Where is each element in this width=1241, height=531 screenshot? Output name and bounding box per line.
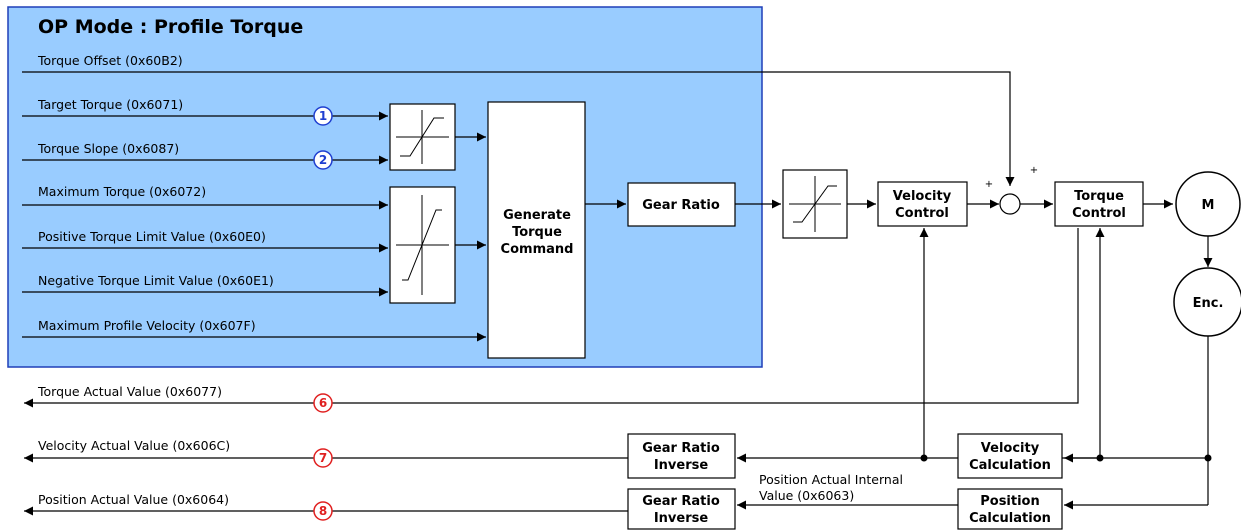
svg-text:Gear Ratio: Gear Ratio [642, 198, 720, 213]
svg-text:6: 6 [319, 396, 327, 410]
svg-text:M: M [1202, 198, 1215, 213]
svg-text:+: + [985, 179, 993, 190]
input-negative-torque-limit: Negative Torque Limit Value (0x60E1) [22, 273, 388, 297]
svg-text:Position Actual Value (0x6064): Position Actual Value (0x6064) [38, 492, 229, 507]
marker-2: 2 [313, 150, 333, 170]
gear-ratio-block: Gear Ratio [627, 182, 736, 227]
marker-1: 1 [313, 106, 333, 126]
marker-8: 8 [313, 501, 333, 521]
input-torque-offset: Torque Offset (0x60B2) [22, 53, 1015, 186]
svg-text:Gear Ratio: Gear Ratio [642, 494, 720, 509]
svg-text:1: 1 [319, 109, 327, 123]
velocity-control-block: Velocity Control [877, 181, 968, 227]
generate-torque-command-block: Generate Torque Command [487, 101, 586, 359]
svg-text:Negative Torque Limit Value (0: Negative Torque Limit Value (0x60E1) [38, 273, 274, 288]
svg-text:Maximum Profile Velocity (0x60: Maximum Profile Velocity (0x607F) [38, 318, 256, 333]
svg-text:Torque: Torque [1074, 189, 1124, 204]
motor-circle: M [1175, 171, 1241, 237]
svg-text:Calculation: Calculation [969, 511, 1051, 526]
svg-text:Target Torque (0x6071): Target Torque (0x6071) [37, 97, 183, 112]
gear-ratio-inverse-position-block: Gear Ratio Inverse [627, 488, 736, 530]
svg-text:Velocity Actual Value (0x606C): Velocity Actual Value (0x606C) [38, 438, 230, 453]
output-torque-actual: Torque Actual Value (0x6077) [24, 228, 1079, 408]
svg-text:Inverse: Inverse [654, 511, 709, 526]
velocity-limiter-block [782, 169, 848, 239]
position-calculation-block: Position Calculation [957, 488, 1063, 530]
svg-text:Torque Actual Value (0x6077): Torque Actual Value (0x6077) [37, 384, 222, 399]
position-actual-internal-label-2: Value (0x6063) [759, 488, 854, 503]
svg-text:2: 2 [319, 153, 327, 167]
input-maximum-torque: Maximum Torque (0x6072) [22, 184, 388, 210]
svg-text:Torque: Torque [512, 225, 562, 240]
svg-text:Positive Torque Limit Value (0: Positive Torque Limit Value (0x60E0) [38, 229, 266, 244]
svg-text:Torque Slope (0x6087): Torque Slope (0x6087) [37, 141, 179, 156]
svg-text:+: + [1030, 165, 1038, 176]
svg-text:Generate: Generate [503, 208, 571, 223]
position-actual-internal-label: Position Actual Internal [759, 472, 903, 487]
svg-text:Torque Offset (0x60B2): Torque Offset (0x60B2) [37, 53, 183, 68]
svg-text:Command: Command [501, 242, 574, 257]
svg-text:Control: Control [895, 206, 949, 221]
torque-control-block: Torque Control [1054, 181, 1144, 227]
svg-text:Position: Position [980, 494, 1040, 509]
svg-text:Control: Control [1072, 206, 1126, 221]
svg-text:Gear Ratio: Gear Ratio [642, 441, 720, 456]
svg-text:Inverse: Inverse [654, 458, 709, 473]
svg-text:Enc.: Enc. [1193, 296, 1224, 311]
input-positive-torque-limit: Positive Torque Limit Value (0x60E0) [22, 229, 388, 253]
svg-text:8: 8 [319, 504, 327, 518]
torque-limiter-block [389, 186, 456, 304]
svg-text:7: 7 [319, 451, 327, 465]
velocity-calculation-block: Velocity Calculation [957, 433, 1063, 479]
input-maximum-profile-velocity: Maximum Profile Velocity (0x607F) [22, 318, 486, 342]
svg-text:Velocity: Velocity [893, 189, 952, 204]
summing-junction: + + [985, 165, 1038, 215]
encoder-circle: Enc. [1173, 267, 1241, 337]
slope-limiter-block [389, 103, 456, 171]
gear-ratio-inverse-velocity-block: Gear Ratio Inverse [627, 433, 736, 479]
marker-7: 7 [313, 448, 333, 468]
svg-text:Velocity: Velocity [981, 441, 1040, 456]
svg-text:Maximum Torque (0x6072): Maximum Torque (0x6072) [38, 184, 206, 199]
marker-6: 6 [313, 393, 333, 413]
op-mode-title: OP Mode : Profile Torque [38, 16, 303, 38]
svg-text:Calculation: Calculation [969, 458, 1051, 473]
